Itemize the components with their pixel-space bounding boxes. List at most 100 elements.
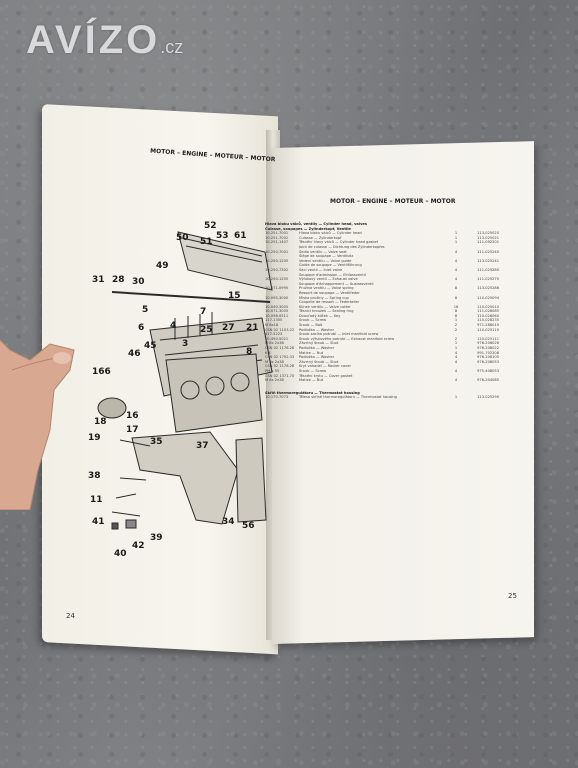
footer-heading: Skříň thermoregulátoru — Thermostat hous…: [265, 391, 503, 396]
table-cell: 976-208028: [477, 341, 499, 346]
table-cell: 1: [454, 341, 458, 346]
parts-list: Hlava bloku válců, ventily — Cylinder he…: [265, 198, 503, 578]
table-cell: Ressort de soupape — Ventilfeder: [299, 290, 360, 295]
table-cell: 1: [454, 318, 458, 323]
table-cell: 10-040-3005: [265, 304, 289, 309]
table-cell: CSN 02 1176.28: [265, 364, 295, 369]
subheading-text: Culasse, soupapes — Zylinderkopf, Ventil…: [265, 226, 351, 231]
callout-8: 8: [246, 347, 252, 357]
table-cell: 975-408053: [477, 369, 499, 373]
table-cell: 113-025241: [477, 258, 499, 263]
table-cell: PM x 55: [265, 369, 280, 373]
callout-17: 17: [126, 425, 139, 435]
table-cell: 976-208105: [477, 355, 499, 360]
table-cell: CSN 02 1702.33: [265, 355, 295, 360]
table-cell: 4: [454, 267, 458, 272]
right-page-title: MOTOR – ENGINE – MOTEUR – MOTOR: [330, 198, 456, 205]
table-cell: Klínek ventilu — Valve cotter: [299, 304, 351, 309]
callout-166: 166: [92, 367, 111, 377]
table-cell: 991-702208: [477, 350, 499, 355]
table-cell: Soupape d'admission — Einlassventil: [299, 272, 366, 277]
table-cell: Závrtný šroub — Stud: [299, 359, 339, 364]
callout-7: 7: [200, 307, 206, 317]
table-row: CSN 02 1176.28 Kryt vahadel — Rocker cove…: [265, 364, 503, 369]
table-cell: 110-028235: [477, 318, 499, 323]
callout-18: 18: [94, 417, 107, 427]
callout-42: 42: [132, 541, 145, 551]
table-cell: Podložka — Washer: [299, 355, 335, 360]
hand-shape: [0, 339, 75, 510]
table-cell: Pružina ventilu — Valve spring: [299, 286, 354, 291]
table-cell: Hlava bloku válců — Cylinder head: [299, 231, 362, 236]
table-cell: Kryt vahadel — Rocker cover: [299, 364, 351, 369]
table-cell: 111-025240: [477, 249, 499, 254]
table-cell: CSN 02 1103.22: [265, 327, 295, 332]
callout-56: 56: [242, 521, 255, 531]
left-page-number: 24: [66, 612, 75, 620]
table-cell: 976-208022: [477, 346, 499, 351]
callout-52: 52: [204, 221, 217, 231]
table-cell: 4: [454, 249, 458, 254]
table-cell: Podložka — Washer: [299, 327, 335, 332]
right-page-number: 25: [508, 592, 517, 600]
watermark-logo: AVÍZO: [26, 18, 161, 62]
heading-text: Hlava bloku válců, ventily — Cylinder he…: [265, 222, 367, 226]
table-cell: 10-250-7302: [265, 267, 289, 272]
table-cell: 4: [454, 258, 458, 263]
callout-28: 28: [112, 275, 125, 285]
parts-subheading: Culasse, soupapes — Zylinderkopf, Ventil…: [265, 227, 503, 232]
table-cell: 8: [454, 313, 458, 318]
table-cell: Šroub výfukového potrubí — Exhaust manif…: [299, 336, 395, 341]
callout-40: 40: [114, 549, 127, 559]
table-cell: Závrtný šroub — Stud: [299, 341, 339, 346]
table-cell: Guide de soupape — Ventilführung: [299, 263, 362, 268]
callout-50: 50: [176, 233, 189, 243]
table-cell: CSN 02 1371.70: [265, 373, 295, 378]
callout-27: 27: [222, 323, 235, 333]
table-cell: Sedlo ventilu — Valve seat: [299, 249, 347, 254]
table-cell: 2: [454, 336, 458, 341]
table-cell: 1: [454, 395, 458, 400]
callout-numbers: 52 53 51 50 61 49 31 28 30 15 5 7 6 25 2…: [88, 221, 259, 559]
table-cell: 111-025270: [477, 277, 499, 282]
table-row: Coupelle de ressort — Federteller: [265, 300, 503, 305]
parts-catalog-booklet: [36, 100, 536, 655]
table-cell: Šroub — Screw: [299, 318, 327, 323]
table-cell: 4: [454, 359, 458, 364]
table-cell: Miska pružiny — Spring cup: [299, 295, 349, 300]
table-cell: 976-208053: [477, 359, 499, 364]
table-cell: Siège de soupape — Ventilsitz: [299, 254, 354, 259]
table-cell: 10-170-7073: [265, 395, 289, 400]
table-cell: 113-025286: [477, 286, 499, 291]
table-cell: 1: [454, 231, 458, 236]
table-cell: Těleso skříně thermoregulátoru — Thermos…: [299, 395, 397, 400]
callout-46: 46: [128, 349, 141, 359]
callout-11: 11: [90, 495, 103, 505]
callout-45: 45: [144, 341, 157, 351]
callout-19: 19: [88, 433, 101, 443]
table-cell: 976-204085: [477, 378, 499, 383]
callout-38: 38: [88, 471, 101, 481]
table-cell: 10-250-1205: [265, 258, 289, 263]
callout-16: 16: [126, 411, 139, 421]
table-cell: Sací ventil — Inlet valve: [299, 267, 343, 272]
callout-51: 51: [200, 237, 213, 247]
footer-rows: 10-170-7073 Těleso skříně thermoregulátor…: [265, 395, 503, 400]
table-cell: 111-028085: [477, 309, 499, 314]
table-cell: 110-025111: [477, 336, 499, 341]
watermark-suffix: .cz: [160, 37, 184, 57]
